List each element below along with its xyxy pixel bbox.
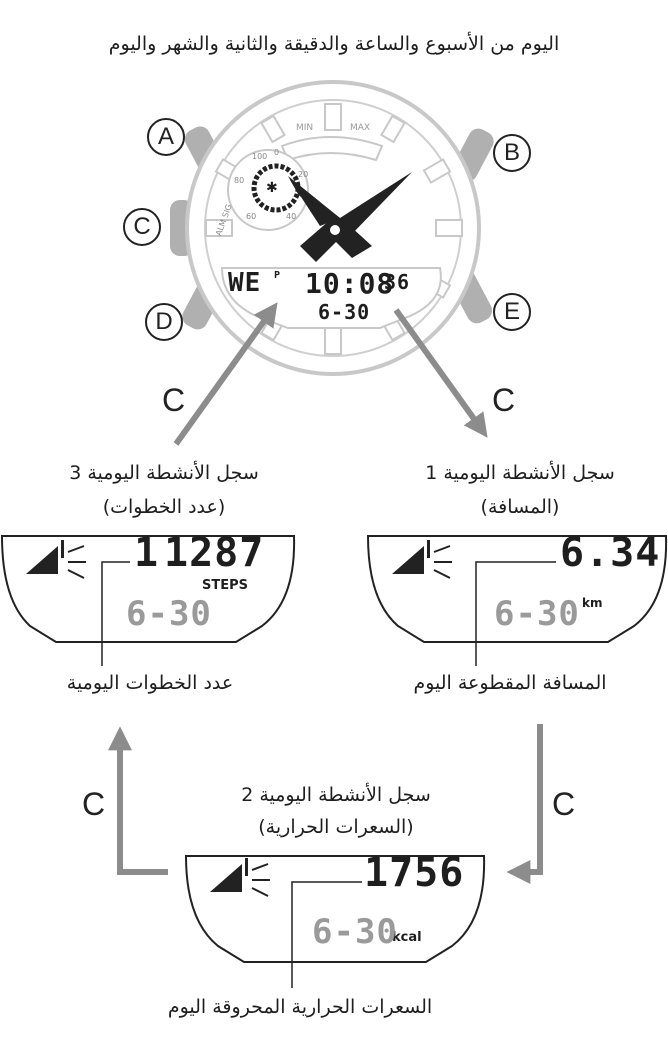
steps-value-a: 1 [134,530,160,576]
leader-calories [291,881,362,988]
transition-c-label-3: C [552,786,576,822]
button-a-label[interactable]: A [147,118,185,156]
activity-icon-steps [26,540,86,579]
screen-steps-outline [0,535,296,643]
transition-c-label-4: C [82,786,106,822]
calories-title-line1: سجل الأنشطة اليومية 2 [241,784,431,806]
calories-unit: kcal [392,930,422,945]
activity-icon-calories [210,858,270,897]
transition-c-label-2: C [492,382,516,418]
hour-hand-tail [290,180,340,226]
calories-value: 1756 [364,850,465,896]
calories-title-line2: (السعرات الحرارية) [258,816,414,838]
calories-caption: السعرات الحرارية المحروقة اليوم [167,996,433,1018]
button-b-label[interactable]: B [493,134,531,172]
button-d-label[interactable]: D [145,303,183,341]
steps-value-b: 1287 [164,530,265,576]
distance-caption: المسافة المقطوعة اليوم [413,672,607,694]
bluetooth-icon: ✱ [266,180,278,196]
subdial-tick-0: 0 [274,148,280,157]
subdial-tick-60: 60 [246,212,257,221]
lcd-pm: P [274,270,282,281]
activity-icon-distance [392,540,452,579]
subdial-tick-80: 80 [234,176,245,185]
distance-title-line2: (المسافة) [480,496,560,518]
lcd-time: 10:08 [305,267,395,300]
steps-title-line2: (عدد الخطوات) [102,496,226,518]
hour-hand [300,220,372,262]
arrow-watch-to-distance [393,308,488,438]
lcd-date: 6-30 [318,300,371,324]
steps-date: 6-30 [126,594,212,634]
screen-distance-outline [366,535,668,643]
arrow-calories-to-steps [108,726,168,875]
screen-calories-outline [184,855,486,963]
button-c-label[interactable]: C [123,208,161,246]
calories-date: 6-30 [312,912,398,952]
steps-caption: عدد الخطوات اليومية [66,672,234,694]
distance-value: 6.34 [560,530,661,576]
steps-unit: STEPS [202,578,249,593]
distance-title-line1: سجل الأنشطة اليومية 1 [425,462,615,484]
arrow-steps-to-watch [173,302,278,446]
button-e-label[interactable]: E [493,293,531,331]
transition-c-label-1: C [162,382,186,418]
subdial-tick-40: 40 [286,212,297,221]
steps-title-line1: سجل الأنشطة اليومية 3 [69,462,259,484]
subdial-tick-20: 20 [298,170,309,179]
leader-distance [475,561,556,666]
gauge-arc [280,136,384,162]
hand-pivot [328,223,342,237]
arrow-distance-to-calories [506,724,543,884]
lcd-day: WE [228,268,262,298]
dial-max-label: MAX [350,123,371,133]
dial-min-label: MIN [296,123,314,133]
leader-steps [101,561,130,666]
subdial-tick-100: 100 [252,152,268,161]
lcd-seconds: 36 [384,270,411,294]
distance-unit: km [582,596,603,610]
page-title: اليوم من الأسبوع والساعة والدقيقة والثان… [108,33,560,55]
distance-date: 6-30 [494,594,580,634]
